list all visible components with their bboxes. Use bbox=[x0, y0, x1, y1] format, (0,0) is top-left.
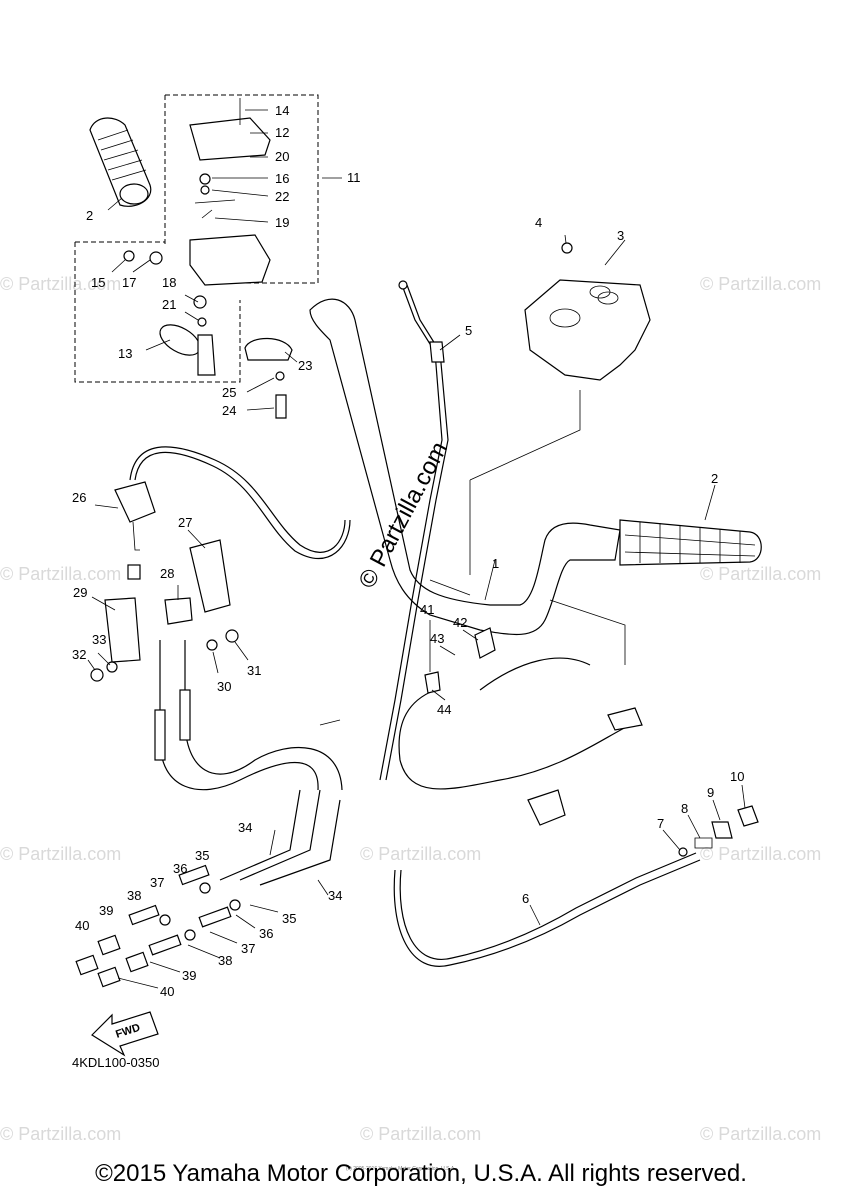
callout-35: 35 bbox=[195, 848, 209, 863]
callout-5: 5 bbox=[465, 323, 472, 338]
callout-43: 43 bbox=[430, 631, 444, 646]
throttle-housing bbox=[189, 98, 271, 286]
callout-21: 21 bbox=[162, 297, 176, 312]
callout-34: 34 bbox=[328, 888, 342, 903]
callout-19: 19 bbox=[275, 215, 289, 230]
callout-39: 39 bbox=[182, 968, 196, 983]
callout-37: 37 bbox=[241, 941, 255, 956]
callout-16: 16 bbox=[275, 171, 289, 186]
callout-12: 12 bbox=[275, 125, 289, 140]
callout-31: 31 bbox=[247, 663, 261, 678]
callout-36: 36 bbox=[259, 926, 273, 941]
watermark-pattern: © Partzilla.com © Partzilla.com © Partzi… bbox=[0, 274, 821, 1144]
callout-27: 27 bbox=[178, 515, 192, 530]
assembly-box-13 bbox=[74, 241, 241, 383]
callout-15: 15 bbox=[91, 275, 105, 290]
leader-lines bbox=[87, 109, 746, 989]
callout-39: 39 bbox=[99, 903, 113, 918]
callout-13: 13 bbox=[118, 346, 132, 361]
copyright-notice: ©2015 Yamaha Motor Corporation, U.S.A. A… bbox=[95, 1160, 747, 1187]
callout-7: 7 bbox=[657, 816, 664, 831]
callout-22: 22 bbox=[275, 189, 289, 204]
callout-23: 23 bbox=[298, 358, 312, 373]
adjuster-set-lower bbox=[97, 799, 341, 988]
diagram-code: 4KDL100-0350 bbox=[72, 1055, 159, 1070]
cable-6 bbox=[393, 805, 759, 967]
cable-5 bbox=[379, 280, 449, 781]
callout-8: 8 bbox=[681, 801, 688, 816]
clamp bbox=[244, 337, 293, 419]
assembly-box-11 bbox=[164, 94, 319, 284]
callout-29: 29 bbox=[73, 585, 87, 600]
brake-bracket bbox=[90, 539, 239, 682]
callout-2: 2 bbox=[711, 471, 718, 486]
callout-20: 20 bbox=[275, 149, 289, 164]
callout-4: 4 bbox=[535, 215, 542, 230]
right-grip bbox=[619, 519, 762, 566]
cable-41 bbox=[398, 627, 643, 826]
callout-6: 6 bbox=[522, 891, 529, 906]
switch-housing bbox=[524, 242, 651, 381]
callout-17: 17 bbox=[122, 275, 136, 290]
watermark-text: © Partzilla.com bbox=[700, 274, 821, 294]
adjuster-set-upper bbox=[75, 789, 321, 976]
callout-41: 41 bbox=[420, 602, 434, 617]
callout-36: 36 bbox=[173, 861, 187, 876]
callout-44: 44 bbox=[437, 702, 451, 717]
reprint-notice: (c) 2005-2016 Yamaha Motor Corporation, … bbox=[346, 1166, 456, 1172]
callout-38: 38 bbox=[218, 953, 232, 968]
callout-25: 25 bbox=[222, 385, 236, 400]
watermark-text: © Partzilla.com bbox=[360, 844, 481, 864]
callout-28: 28 bbox=[160, 566, 174, 581]
callout-3: 3 bbox=[617, 228, 624, 243]
watermark-text: © Partzilla.com bbox=[700, 564, 821, 584]
callout-38: 38 bbox=[127, 888, 141, 903]
watermark-text: © Partzilla.com bbox=[700, 1124, 821, 1144]
callout-30: 30 bbox=[217, 679, 231, 694]
lower-cables bbox=[154, 640, 343, 791]
callout-2: 2 bbox=[86, 208, 93, 223]
callout-11: 11 bbox=[347, 170, 361, 185]
callout-33: 33 bbox=[92, 632, 106, 647]
watermark-text: © Partzilla.com bbox=[360, 1124, 481, 1144]
callout-10: 10 bbox=[730, 769, 744, 784]
watermark-text: © Partzilla.com bbox=[0, 844, 121, 864]
callout-1: 1 bbox=[492, 556, 499, 571]
callout-34: 34 bbox=[238, 820, 252, 835]
callout-9: 9 bbox=[707, 785, 714, 800]
callout-14: 14 bbox=[275, 103, 289, 118]
callout-numbers: 1 2 2 3 4 5 6 7 8 9 10 11 12 13 14 15 16… bbox=[72, 103, 744, 999]
brake-cable-left bbox=[114, 446, 351, 580]
left-grip bbox=[89, 117, 152, 207]
callout-18: 18 bbox=[162, 275, 176, 290]
callout-37: 37 bbox=[150, 875, 164, 890]
callout-40: 40 bbox=[75, 918, 89, 933]
callout-24: 24 bbox=[222, 403, 236, 418]
callout-32: 32 bbox=[72, 647, 86, 662]
forward-arrow-icon: FWD bbox=[91, 1011, 159, 1057]
watermark-text: © Partzilla.com bbox=[0, 1124, 121, 1144]
throttle-lever bbox=[123, 250, 216, 376]
callout-26: 26 bbox=[72, 490, 86, 505]
watermark-text: © Partzilla.com bbox=[0, 564, 121, 584]
watermark-text: © Partzilla.com bbox=[700, 844, 821, 864]
callout-35: 35 bbox=[282, 911, 296, 926]
watermark-text: © Partzilla.com bbox=[0, 274, 121, 294]
callout-40: 40 bbox=[160, 984, 174, 999]
callout-42: 42 bbox=[453, 615, 467, 630]
